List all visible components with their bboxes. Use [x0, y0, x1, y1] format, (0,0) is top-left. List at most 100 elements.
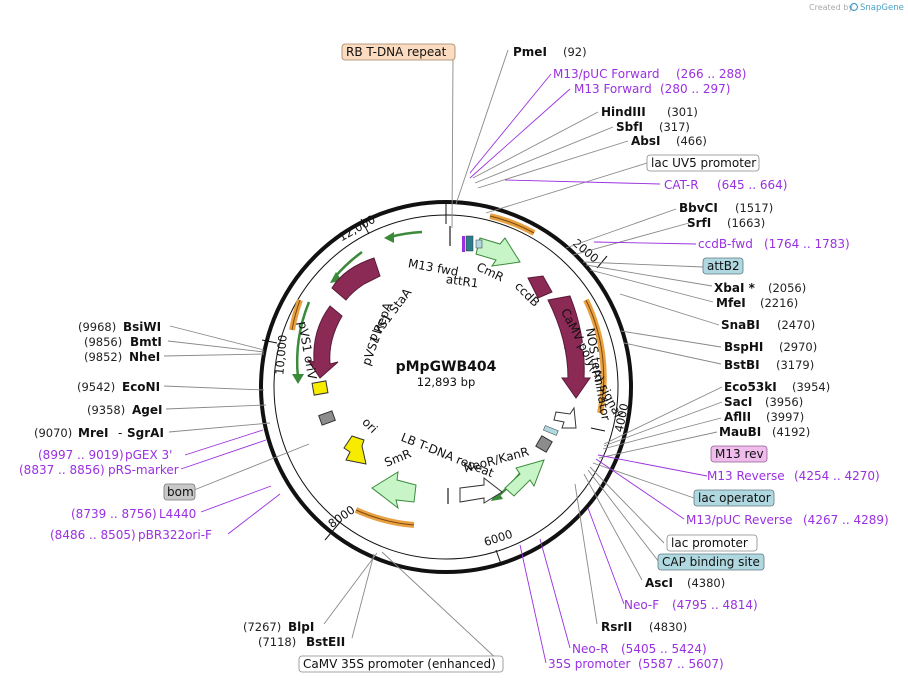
pos-mfei: (2216)	[760, 296, 798, 310]
label-lac-operator: lac operator	[698, 491, 771, 505]
pos-bstbi: (3179)	[776, 358, 814, 372]
pos-saci: (3956)	[765, 395, 803, 409]
pos-rsrii: (4830)	[649, 620, 687, 634]
label-mrei: MreI	[78, 426, 108, 440]
camv35s-box	[298, 655, 504, 673]
pos-prs-marker: (8837 .. 8856)	[19, 463, 105, 477]
pos-xbai: (2056)	[768, 281, 806, 295]
label-agei: AgeI	[132, 403, 162, 417]
label-35s-promoter: 35S promoter	[548, 657, 630, 671]
pos-bsiwi: (9968)	[78, 320, 116, 334]
repeat-bars	[447, 226, 451, 504]
lac-operator-box	[693, 489, 775, 507]
outer-labels-bottom: AscI (4380) Neo-F (4795 .. 4814) RsrII (…	[243, 576, 758, 673]
pos-agei: (9358)	[87, 403, 125, 417]
ori-arrow	[343, 435, 367, 465]
label-lac-promoter: lac promoter	[671, 536, 748, 550]
pos-aflii: (3997)	[766, 410, 804, 424]
label-hindiii: HindIII	[601, 105, 646, 119]
pos-hindiii: (301)	[667, 105, 698, 119]
gene-arrows-green	[371, 237, 545, 510]
label-rsrii: RsrII	[601, 620, 632, 634]
pvs1-repa-arrow	[306, 305, 343, 379]
smr-arrow	[371, 471, 417, 510]
outer-labels-top: RB T-DNA repeat PmeI (92) M13/pUC Forwar…	[341, 43, 787, 192]
label-sgrai: SgrAI	[127, 426, 164, 440]
credit-brand: SnapGene	[860, 3, 904, 13]
label-m13-forward: M13 Forward	[574, 82, 652, 96]
label-ccdb-fwd: ccdB-fwd	[698, 237, 753, 251]
pvs1-oriv-box	[311, 380, 329, 396]
pos-blpi: (7267)	[243, 620, 281, 634]
lac-promoter-box	[666, 534, 758, 552]
plasmid-size: 12,893 bp	[417, 375, 476, 389]
credit-prefix: Created by	[809, 3, 853, 12]
pos-bsteii: (7118)	[258, 635, 296, 649]
label-smr: SmR	[382, 446, 413, 469]
pos-pmei: (92)	[563, 45, 587, 59]
label-neo-r: Neo-R	[572, 642, 609, 656]
label-lb-repeat: LB T-DNA repeat	[399, 430, 496, 480]
green-arc-3	[295, 301, 311, 379]
pos-eco53ki: (3954)	[792, 380, 830, 394]
pos-snabi: (2470)	[777, 318, 815, 332]
orange-arc-bottom	[354, 507, 415, 528]
label-pmei: PmeI	[513, 45, 547, 59]
gene-arrows-magenta	[306, 257, 591, 399]
leader-lines-black	[163, 49, 723, 663]
label-rb-repeat: RB T-DNA repeat	[346, 45, 447, 59]
tick-label-4000: 4000	[612, 402, 632, 434]
pos-bsphi: (2970)	[779, 340, 817, 354]
label-snabi: SnaBI	[721, 318, 760, 332]
m13fwd-mark	[462, 236, 465, 252]
leader-lines-purple	[180, 73, 708, 664]
plasmid-name: pMpGWB404	[396, 359, 497, 375]
pos-sbfi: (317)	[659, 120, 690, 134]
label-cat-r: CAT-R	[664, 178, 699, 192]
label-separator: -	[118, 426, 122, 440]
pos-bmti: (9856)	[84, 335, 122, 349]
pos-absi: (466)	[676, 134, 707, 148]
green-arc-1	[389, 230, 423, 239]
pvs1-staa-arrow	[331, 257, 381, 301]
pos-neo-r: (5405 .. 5424)	[621, 642, 707, 656]
label-bom: bom	[167, 485, 194, 499]
orange-arc-cat	[489, 213, 536, 236]
label-saci: SacI	[724, 395, 752, 409]
rb-repeat-box	[341, 43, 456, 61]
label-srfi: SrfI	[687, 216, 711, 230]
bom-box	[318, 410, 336, 426]
label-lac-uv5: lac UV5 promoter	[651, 156, 756, 170]
pos-srfi: (1663)	[727, 216, 765, 230]
tick-label-2000: 2000	[570, 236, 601, 266]
label-ori: ori	[359, 415, 380, 436]
label-bstbi: BstBI	[724, 358, 760, 372]
neor-arrow	[504, 459, 545, 497]
pos-pgex3: (8997 .. 9019)	[38, 448, 124, 462]
label-mfei: MfeI	[716, 296, 746, 310]
label-camv35s: CaMV 35S promoter (enhanced)	[303, 657, 496, 671]
bom-label-box	[163, 483, 196, 501]
label-bmti: BmtI	[130, 335, 162, 349]
gene-arrows-white	[459, 406, 577, 504]
label-sbfi: SbfI	[616, 120, 643, 134]
backbone-ring	[259, 200, 633, 574]
label-cap-site: CAP binding site	[662, 555, 760, 569]
label-bsphi: BspHI	[724, 340, 763, 354]
pos-m13-reverse: (4254 .. 4270)	[794, 469, 880, 483]
label-l4440: L4440	[159, 507, 196, 521]
label-nos-terminator: NOS terminator	[583, 327, 613, 422]
pos-m13-puc-reverse: (4267 .. 4289)	[803, 513, 889, 527]
pos-neo-f: (4795 .. 4814)	[672, 598, 758, 612]
small-top-features	[462, 235, 559, 436]
label-asci: AscI	[645, 576, 673, 590]
attr1-box	[465, 235, 474, 252]
pos-35s-promoter: (5587 .. 5607)	[638, 657, 724, 671]
label-absi: AbsI	[631, 134, 660, 148]
cap-site-box	[657, 553, 765, 571]
label-eco53ki: Eco53kI	[724, 380, 777, 394]
ccdb-arrow	[527, 275, 553, 299]
outer-labels-left: (8486 .. 8505) pBR322ori-F (8739 .. 8756…	[19, 320, 212, 542]
attb2-box	[702, 257, 744, 275]
